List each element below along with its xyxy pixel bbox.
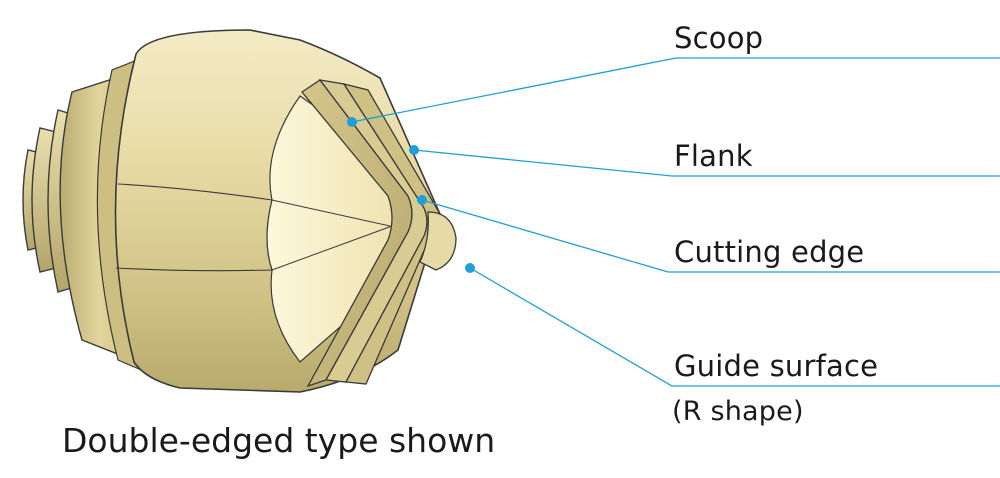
- leader-line-scoop: [351, 57, 1000, 123]
- label-cutting-edge: Cutting edge: [674, 235, 865, 269]
- leader-dot-guide-surface: [465, 263, 475, 273]
- leader-dot-flank: [409, 145, 419, 155]
- label-flank: Flank: [674, 139, 753, 173]
- leader-lines: [351, 57, 1000, 387]
- leader-dots: [347, 117, 475, 273]
- label-guide-surface-note: (R shape): [672, 396, 804, 427]
- leader-dot-scoop: [347, 117, 357, 127]
- leader-line-flank: [413, 149, 1000, 177]
- label-scoop: Scoop: [674, 21, 764, 55]
- leader-dot-cutting-edge: [417, 195, 427, 205]
- label-guide-surface: Guide surface: [674, 349, 879, 383]
- diagram-caption: Double-edged type shown: [62, 421, 496, 460]
- cutting-edge-band: [301, 79, 441, 388]
- guide-surface-tip: [419, 211, 457, 271]
- leader-line-cutting-edge: [421, 199, 1000, 273]
- leader-line-guide-surface: [469, 267, 1000, 387]
